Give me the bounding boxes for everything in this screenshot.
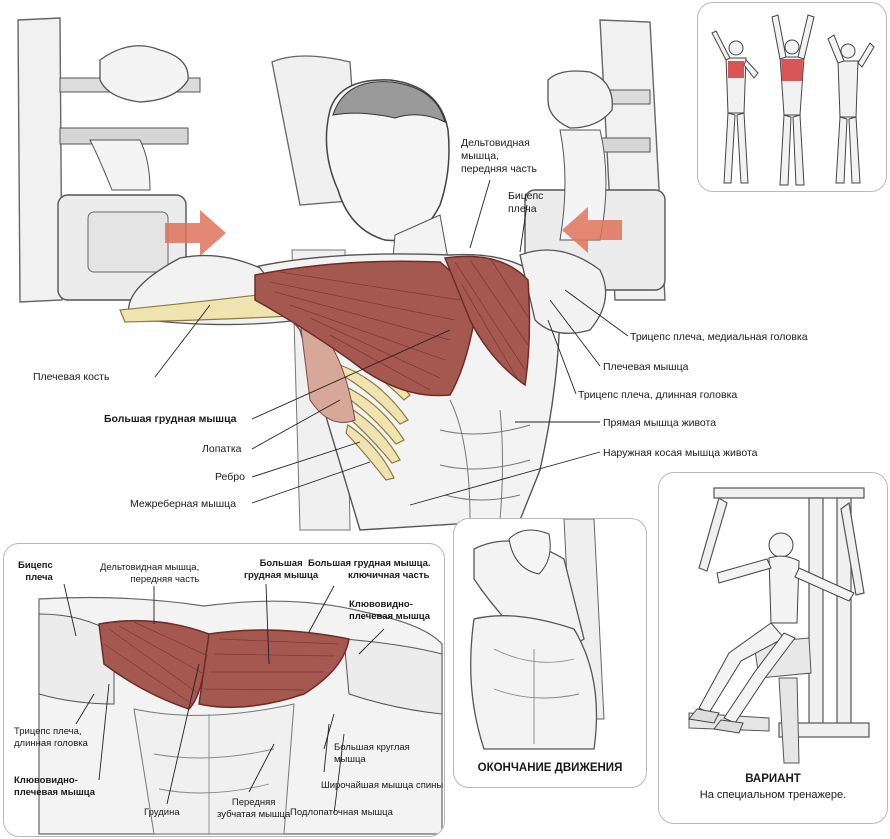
pectoralis-major-left: [254, 260, 479, 397]
left-hand: [99, 45, 189, 103]
highlight-chest-1: [728, 61, 744, 78]
anatomy-thumbnail-panel: [697, 2, 887, 192]
head: [325, 79, 450, 242]
detail-label-biceps: Бицепс плеча: [18, 560, 53, 583]
detail-pec-right: [198, 629, 350, 709]
leader-lines: [154, 179, 629, 506]
detail-label-coracobrachialis-right: Клювовидно- плечевая мышца: [349, 599, 430, 622]
variant-title: ВАРИАНТ: [745, 773, 801, 785]
right-arm: [519, 249, 607, 334]
end-of-movement-panel: ОКОНЧАНИЕ ДВИЖЕНИЯ: [453, 518, 647, 788]
label-rectus-abdominis: Прямая мышца живота: [603, 417, 717, 429]
variant-illustration: [688, 487, 870, 764]
detail-label-sternum: Грудина: [144, 807, 180, 818]
label-biceps: Бицепс плеча: [508, 190, 544, 215]
machine-frame-left: [17, 17, 63, 303]
highlight-chest-2: [781, 59, 803, 81]
end-of-movement-illustration: [470, 519, 605, 750]
right-hand: [547, 70, 613, 129]
label-external-oblique: Наружная косая мышца живота: [603, 447, 758, 459]
variant-panel: ВАРИАНТ На специальном тренажере.: [658, 472, 888, 824]
label-triceps-long: Трицепс плеча, длинная головка: [578, 389, 738, 401]
detail-leader-lines: [63, 583, 385, 815]
detail-label-coracobrachialis-left: Клювовидно- плечевая мышца: [14, 775, 95, 798]
end-of-movement-caption: ОКОНЧАНИЕ ДВИЖЕНИЯ: [477, 762, 623, 774]
label-deltoid-front: Дельтовидная мышца, передняя часть: [461, 137, 538, 175]
detail-label-serratus: Передняя зубчатая мышца: [217, 797, 291, 820]
arrow-left-pointing: [562, 207, 622, 253]
detail-right-arm: [343, 638, 443, 715]
label-scapula: Лопатка: [202, 443, 242, 455]
pectoralis-major-right: [443, 255, 531, 387]
label-pectoralis-major: Большая грудная мышца: [104, 413, 237, 425]
variant-subtitle: На специальном тренажере.: [699, 789, 847, 801]
anatomy-figures: [711, 14, 875, 186]
label-intercostal: Межреберная мышца: [130, 498, 237, 510]
detail-label-pec-clavicular: Большая грудная мышца. ключичная часть: [308, 558, 431, 581]
detail-abdomen: [133, 703, 295, 835]
detail-label-triceps-long: Трицепс плеча, длинная головка: [14, 726, 88, 749]
abdominals: [439, 399, 531, 521]
detail-label-pec-major: Большая грудная мышца: [244, 558, 319, 581]
detail-label-deltoid: Дельтовидная мышца, передняя часть: [100, 562, 200, 585]
label-triceps-medial: Трицепс плеча, медиальная головка: [630, 331, 808, 343]
detail-label-latissimus: Широчайшая мышца спины: [321, 780, 444, 791]
detail-label-teres-major: Большая круглая мышца: [334, 742, 410, 765]
label-brachialis: Плечевая мышца: [603, 361, 689, 373]
detail-illustration: [38, 583, 443, 835]
arrow-right-pointing: [165, 210, 226, 256]
label-humerus: Плечевая кость: [33, 371, 110, 383]
muscle-detail-panel: Бицепс плеча Дельтовидная мышца, передня…: [3, 543, 445, 837]
label-rib: Ребро: [215, 471, 245, 483]
detail-left-arm: [38, 613, 115, 705]
detail-label-subscapularis: Подлопаточная мышца: [290, 807, 393, 818]
